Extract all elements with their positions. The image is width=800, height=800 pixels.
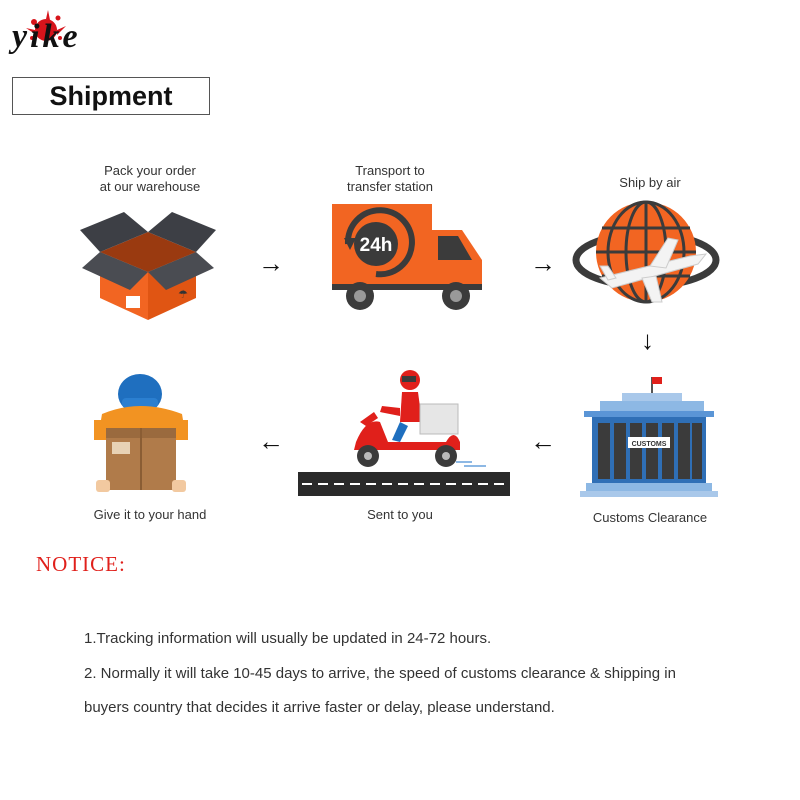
customs-building-icon: CUSTOMS	[580, 377, 718, 497]
notice-line-3: buyers country that decides it arrive fa…	[84, 699, 555, 716]
flow-arrow-down: ↓	[641, 325, 654, 355]
page-title: Shipment	[12, 77, 210, 115]
step-label-pack: Pack your order at our warehouse	[99, 163, 201, 194]
brand-logo-text: yike	[12, 18, 81, 55]
flow-arrow-left-2: ←	[258, 426, 284, 456]
notice-line-2: 2. Normally it will take 10-45 days to a…	[84, 665, 676, 682]
package-box-icon: ☂	[80, 212, 216, 320]
courier-handing-box-icon	[94, 374, 188, 492]
step-label-sent: Sent to you	[367, 507, 433, 522]
step-label-customs: Customs Clearance	[592, 510, 708, 525]
delivery-scooter-icon	[298, 370, 510, 496]
flow-arrow-right-1: →	[258, 248, 284, 278]
customs-sign: CUSTOMS	[632, 441, 667, 448]
notice-title: NOTICE:	[36, 552, 126, 576]
brand-logo-splash-icon	[26, 10, 66, 41]
notice-line-1: 1.Tracking information will usually be u…	[84, 630, 492, 647]
step-label-air: Ship by air	[619, 175, 681, 190]
svg-text:☂: ☂	[178, 288, 188, 301]
globe-airplane-icon	[572, 200, 720, 304]
step-label-hand: Give it to your hand	[93, 507, 207, 522]
flow-arrow-left-1: ←	[530, 426, 556, 456]
delivery-truck-icon: 24h	[332, 204, 482, 310]
truck-24h-badge: 24h	[360, 235, 393, 256]
step-label-transport: Transport to transfer station	[347, 163, 433, 194]
flow-arrow-right-2: →	[530, 248, 556, 278]
